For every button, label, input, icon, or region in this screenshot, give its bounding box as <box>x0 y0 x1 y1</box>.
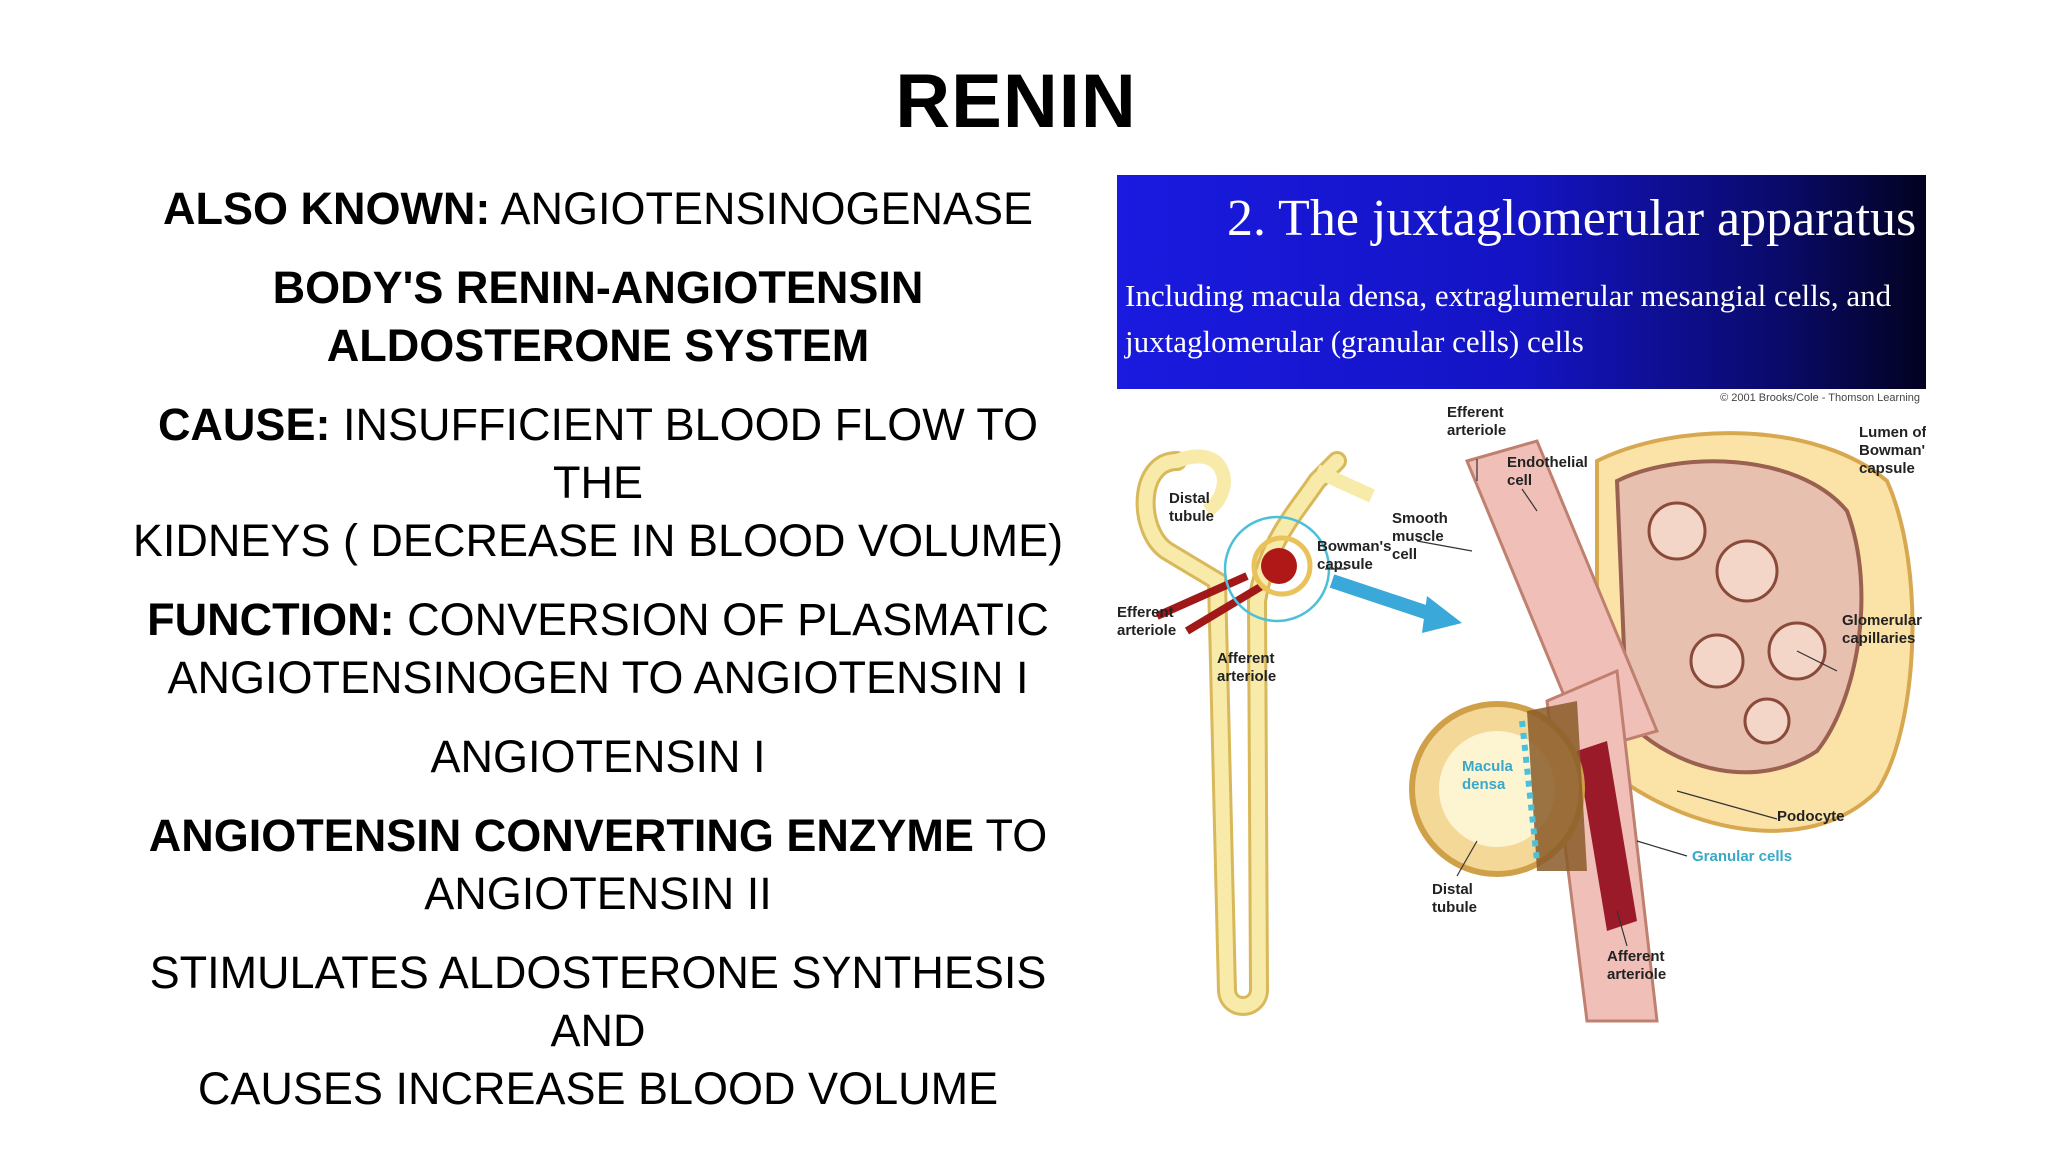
nephron-tubule-top <box>1174 449 1231 517</box>
label-macula: Macula <box>1462 758 1514 775</box>
label-lumen-2: Bowman's <box>1859 442 1926 459</box>
juxtaglomerular-figure: 2. The juxtaglomerular apparatus Includi… <box>1117 175 1926 1025</box>
label-distal-tubule-bottom-2: tubule <box>1432 899 1477 916</box>
label-smooth-muscle-2: muscle <box>1392 528 1444 545</box>
label-bowmans: Bowman's <box>1317 538 1391 555</box>
label-afferent-arteriole-left: Afferent <box>1217 650 1275 667</box>
label-glomerular: Glomerular <box>1842 612 1922 629</box>
label-afferent-arteriole-bottom-2: arteriole <box>1607 966 1666 983</box>
cause-paragraph: CAUSE: INSUFFICIENT BLOOD FLOW TO THE KI… <box>108 396 1088 570</box>
angiotensin-i-paragraph: ANGIOTENSIN I <box>108 728 1088 786</box>
label-bowmans-2: capsule <box>1317 556 1373 573</box>
capillary-loop <box>1743 697 1791 745</box>
label-podocyte: Podocyte <box>1777 808 1845 825</box>
nephron-tubule-branch <box>1314 464 1375 503</box>
zoom-arrow-head <box>1422 596 1462 633</box>
figure-banner-subtitle-line-1: Including macula densa, extraglumerular … <box>1125 278 1892 313</box>
cause-value: INSUFFICIENT BLOOD FLOW TO THE <box>330 399 1039 508</box>
function-value-2: ANGIOTENSINOGEN TO ANGIOTENSIN I <box>167 652 1029 703</box>
also-known-label: ALSO KNOWN: <box>162 183 491 234</box>
arterioles <box>1155 572 1265 635</box>
system-line-2: ALDOSTERONE SYSTEM <box>326 320 870 371</box>
cause-label: CAUSE: <box>157 399 331 450</box>
function-label: FUNCTION: <box>147 594 395 645</box>
label-distal-tubule-bottom: Distal <box>1432 881 1473 898</box>
ace-value-2: ANGIOTENSIN II <box>424 868 772 919</box>
figure-banner: 2. The juxtaglomerular apparatus Includi… <box>1117 175 1926 389</box>
function-paragraph: FUNCTION: CONVERSION OF PLASMATIC ANGIOT… <box>108 591 1088 707</box>
angiotensin-i-text: ANGIOTENSIN I <box>430 731 766 782</box>
also-known-value: ANGIOTENSINOGENASE <box>490 183 1034 234</box>
label-afferent-arteriole-bottom: Afferent <box>1607 948 1665 965</box>
label-distal-tubule-left-2: tubule <box>1169 508 1214 525</box>
label-smooth-muscle: Smooth <box>1392 510 1448 527</box>
capillary-loop <box>1715 539 1779 603</box>
slide-title: RENIN <box>895 59 1137 144</box>
figure-copyright: © 2001 Brooks/Cole - Thomson Learning <box>1720 392 1920 404</box>
label-smooth-muscle-3: cell <box>1392 546 1417 563</box>
stimulates-line-1: STIMULATES ALDOSTERONE SYNTHESIS AND <box>149 947 1047 1056</box>
figure-banner-title: 2. The juxtaglomerular apparatus <box>1227 190 1917 247</box>
label-efferent-arteriole-left-2: arteriole <box>1117 622 1176 639</box>
zoom-arrow <box>1329 574 1440 623</box>
label-efferent-arteriole-top-2: arteriole <box>1447 422 1506 439</box>
figure-banner-subtitle: Including macula densa, extraglumerular … <box>1125 273 1905 365</box>
bowmans-capsule-small <box>1251 535 1313 597</box>
granular-cells <box>1577 741 1637 931</box>
leader-lines <box>1325 459 1838 947</box>
system-paragraph: BODY'S RENIN-ANGIOTENSIN ALDOSTERONE SYS… <box>108 259 1088 375</box>
label-efferent-arteriole-left: Efferent <box>1117 604 1174 621</box>
cause-value-2: KIDNEYS ( DECREASE IN BLOOD VOLUME) <box>132 515 1064 566</box>
label-granular-cells: Granular cells <box>1692 848 1792 865</box>
label-afferent-arteriole-left-2: arteriole <box>1217 668 1276 685</box>
label-macula-2: densa <box>1462 776 1506 793</box>
juxtaglomerular-illustration: Efferent arteriole Endothelial cell Lume… <box>1117 404 1926 1023</box>
ace-value: TO <box>973 810 1048 861</box>
label-distal-tubule-left: Distal <box>1169 490 1210 507</box>
label-lumen: Lumen of <box>1859 424 1926 441</box>
also-known-paragraph: ALSO KNOWN: ANGIOTENSINOGENASE <box>108 180 1088 238</box>
function-value: CONVERSION OF PLASMATIC <box>394 594 1049 645</box>
label-glomerular-2: capillaries <box>1842 630 1915 647</box>
capillary-loop <box>1647 501 1707 561</box>
stimulates-paragraph: STIMULATES ALDOSTERONE SYNTHESIS AND CAU… <box>108 944 1088 1118</box>
label-endothelial: Endothelial <box>1507 454 1588 471</box>
figure-banner-subtitle-line-2: juxtaglomerular (granular cells) cells <box>1125 324 1584 359</box>
macula-densa-cells <box>1527 701 1587 871</box>
glomerulus <box>1261 548 1297 584</box>
ace-label: ANGIOTENSIN CONVERTING ENZYME <box>148 810 974 861</box>
nephron-tubule-outline <box>1135 451 1347 1016</box>
slide-body: ALSO KNOWN: ANGIOTENSINOGENASE BODY'S RE… <box>108 180 1088 1139</box>
system-line-1: BODY'S RENIN-ANGIOTENSIN <box>272 262 924 313</box>
ace-paragraph: ANGIOTENSIN CONVERTING ENZYME TO ANGIOTE… <box>108 807 1088 923</box>
nephron-tubule <box>1138 454 1344 1013</box>
capillary-loop <box>1689 633 1745 689</box>
label-endothelial-2: cell <box>1507 472 1532 489</box>
zoomed-apparatus <box>1325 431 1915 1023</box>
stimulates-line-2: CAUSES INCREASE BLOOD VOLUME <box>197 1063 999 1114</box>
label-efferent-arteriole-top: Efferent <box>1447 404 1504 421</box>
label-lumen-3: capsule <box>1859 460 1915 477</box>
